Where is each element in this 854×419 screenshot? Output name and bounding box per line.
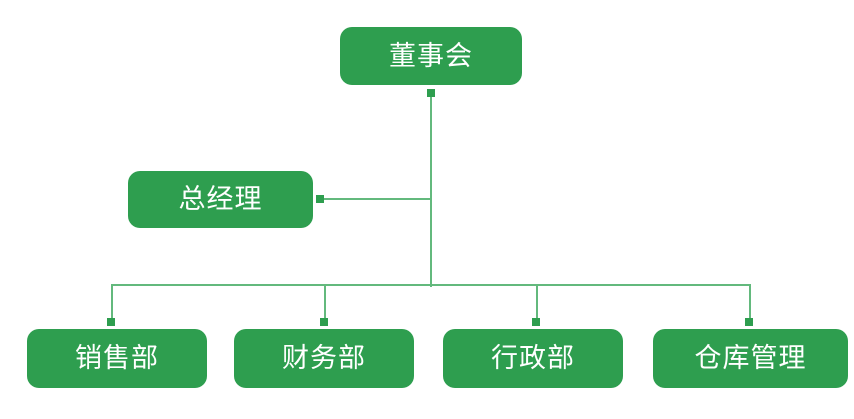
connector-drop-line-finance [324,284,326,324]
connector-dot-sales [107,318,115,326]
node-label: 行政部 [491,343,575,373]
node-label: 销售部 [75,343,159,373]
connector-trunk-line [430,93,432,287]
node-general-manager[interactable]: 总经理 [128,171,313,228]
node-label: 总经理 [178,184,263,214]
connector-drop-line-warehouse [749,284,751,324]
node-finance-department[interactable]: 财务部 [234,329,414,388]
connector-distribution-bar [112,284,751,286]
connector-drop-line-sales [111,284,113,324]
node-warehouse-management[interactable]: 仓库管理 [653,329,848,388]
node-label: 仓库管理 [694,343,807,373]
connector-dot-finance [320,318,328,326]
node-label: 财务部 [282,343,366,373]
connector-dot-admin [532,318,540,326]
connector-dot-warehouse [745,318,753,326]
node-administration-department[interactable]: 行政部 [443,329,623,388]
connector-drop-line-admin [536,284,538,324]
node-sales-department[interactable]: 销售部 [27,329,207,388]
node-label: 董事会 [389,40,473,71]
connector-dot-root [427,89,435,97]
node-board-of-directors[interactable]: 董事会 [340,27,522,85]
connector-staff-branch-line [322,198,431,200]
connector-dot-staff [316,195,324,203]
